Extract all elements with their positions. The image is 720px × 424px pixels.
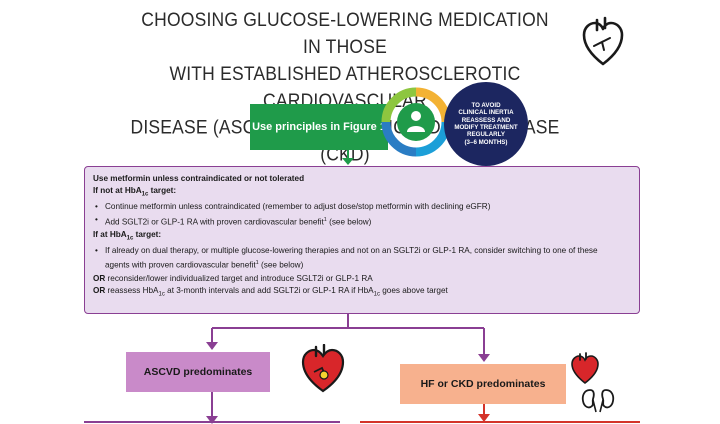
at-target-heading: If at HbA1c target: <box>93 230 162 242</box>
inertia-line-4: MODIFY TREATMENT <box>454 124 518 131</box>
patient-cycle-icon <box>381 87 451 157</box>
option-reassess-hba1c: OR reassess HbA1c at 3-month intervals a… <box>93 286 448 298</box>
bullet-add-sglt2i: Add SGLT2i or GLP-1 RA with proven cardi… <box>93 214 631 229</box>
red-heart-icon <box>301 344 345 393</box>
hf-ckd-branch-box: HF or CKD predominates <box>400 364 566 404</box>
inertia-line-1: TO AVOID <box>471 101 501 109</box>
metformin-heading: Use metformin unless contraindicated or … <box>93 174 305 183</box>
kidneys-icon <box>581 389 615 413</box>
bullet-dual-therapy: If already on dual therapy, or multiple … <box>93 245 631 273</box>
not-at-target-heading: If not at HbA1c target: <box>93 186 177 199</box>
bullet-continue-metformin: Continue metformin unless contraindicate… <box>93 201 631 214</box>
heart-outline-icon <box>582 16 624 66</box>
ascvd-branch-box: ASCVD predominates <box>126 352 270 392</box>
option-reconsider-target: OR reconsider/lower individualized targe… <box>93 273 373 283</box>
title-line-1: CHOOSING GLUCOSE-LOWERING MEDICATION IN … <box>141 8 549 58</box>
inertia-line-5: REGULARLY <box>467 131 505 139</box>
start-box: Use principles in Figure 1 <box>250 104 388 150</box>
inertia-line-6: (3–6 MONTHS) <box>464 138 508 146</box>
inertia-line-2: CLINICAL INERTIA <box>458 109 514 117</box>
inertia-line-3: REASSESS AND <box>461 116 511 124</box>
small-heart-icon <box>571 352 599 385</box>
metformin-guidance-box: Use metformin unless contraindicated or … <box>84 166 640 314</box>
inertia-note-badge: TO AVOID CLINICAL INERTIA REASSESS AND M… <box>444 82 528 166</box>
